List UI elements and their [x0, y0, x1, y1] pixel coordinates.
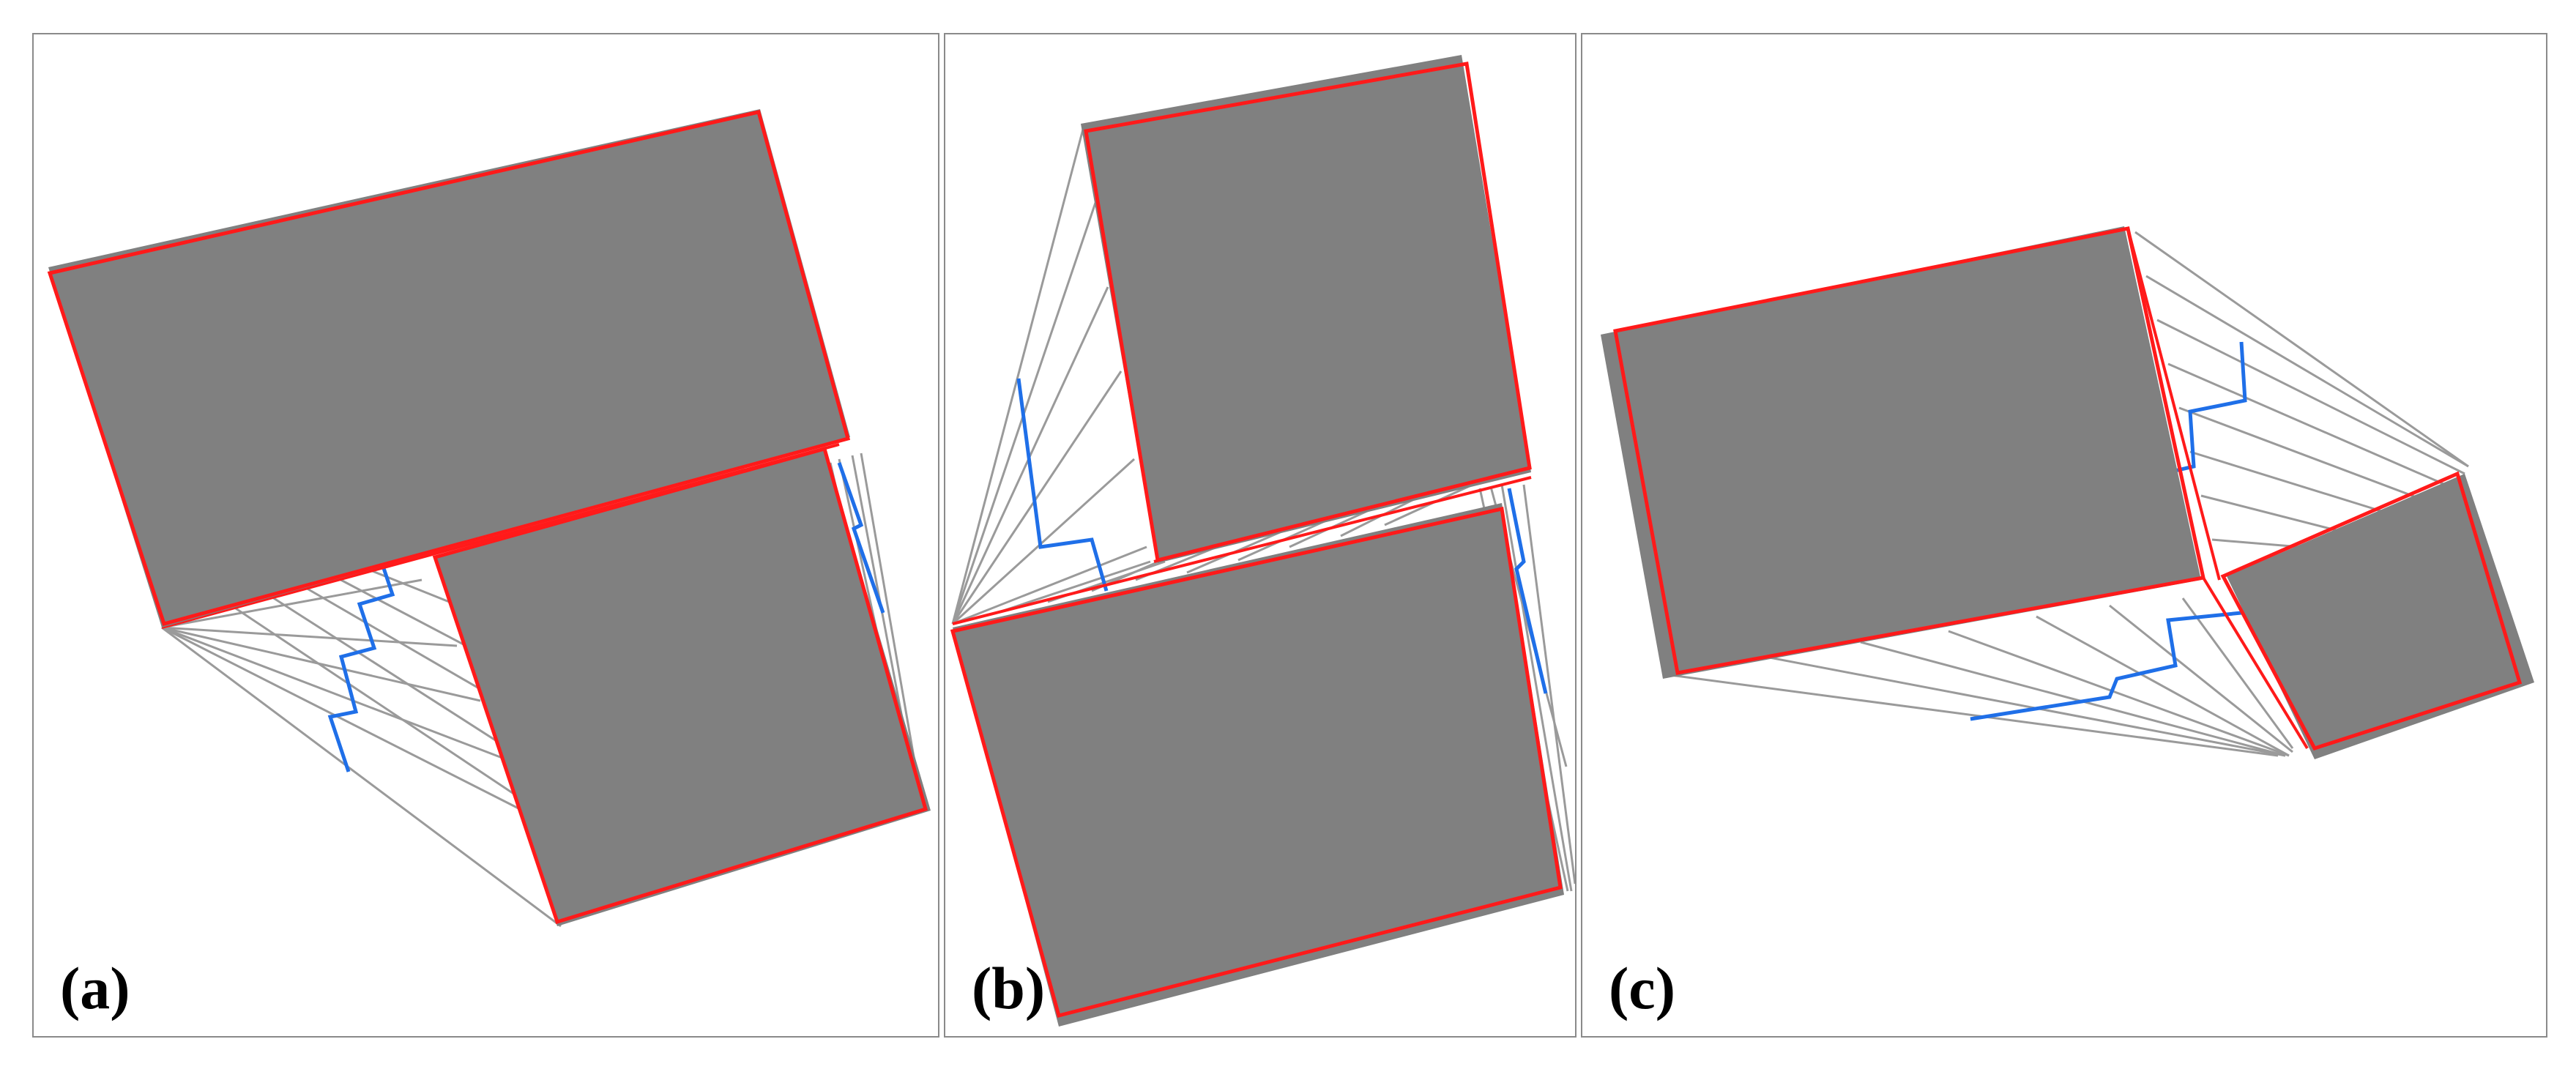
panel-label: (a) [60, 955, 130, 1021]
highlight-path [2145, 341, 2247, 480]
panel-b-diagram [950, 55, 1575, 1027]
gap-line [161, 443, 840, 629]
panel-c: (c) [1581, 33, 2547, 1038]
highlight-path [327, 561, 395, 772]
block-upper-outline [47, 110, 851, 627]
block-lower-outline [950, 506, 1563, 1018]
block-right [2227, 474, 2534, 759]
block-upper-outline [1084, 62, 1532, 563]
highlight-path [1507, 488, 1548, 694]
gap-line [2126, 228, 2221, 581]
panel-label: (b) [972, 955, 1046, 1021]
panel-a-diagram [47, 109, 931, 928]
highlight-path [1970, 611, 2242, 721]
panel-label: (c) [1609, 955, 1676, 1021]
block-lower [435, 449, 931, 926]
gap-line [952, 476, 1532, 625]
block-right-outline [2220, 471, 2523, 751]
highlight-path [1016, 378, 1109, 592]
gap-line [2202, 576, 2309, 750]
block-lower [953, 503, 1564, 1027]
highlight-path [837, 462, 885, 614]
panel-a: (a) [32, 33, 939, 1038]
panel-b: (b) [944, 33, 1577, 1038]
mesh-lines [1669, 231, 2469, 757]
block-upper [1081, 55, 1531, 563]
block-left [1601, 226, 2201, 679]
panel-c-diagram [1601, 226, 2534, 759]
block-upper [48, 109, 850, 627]
